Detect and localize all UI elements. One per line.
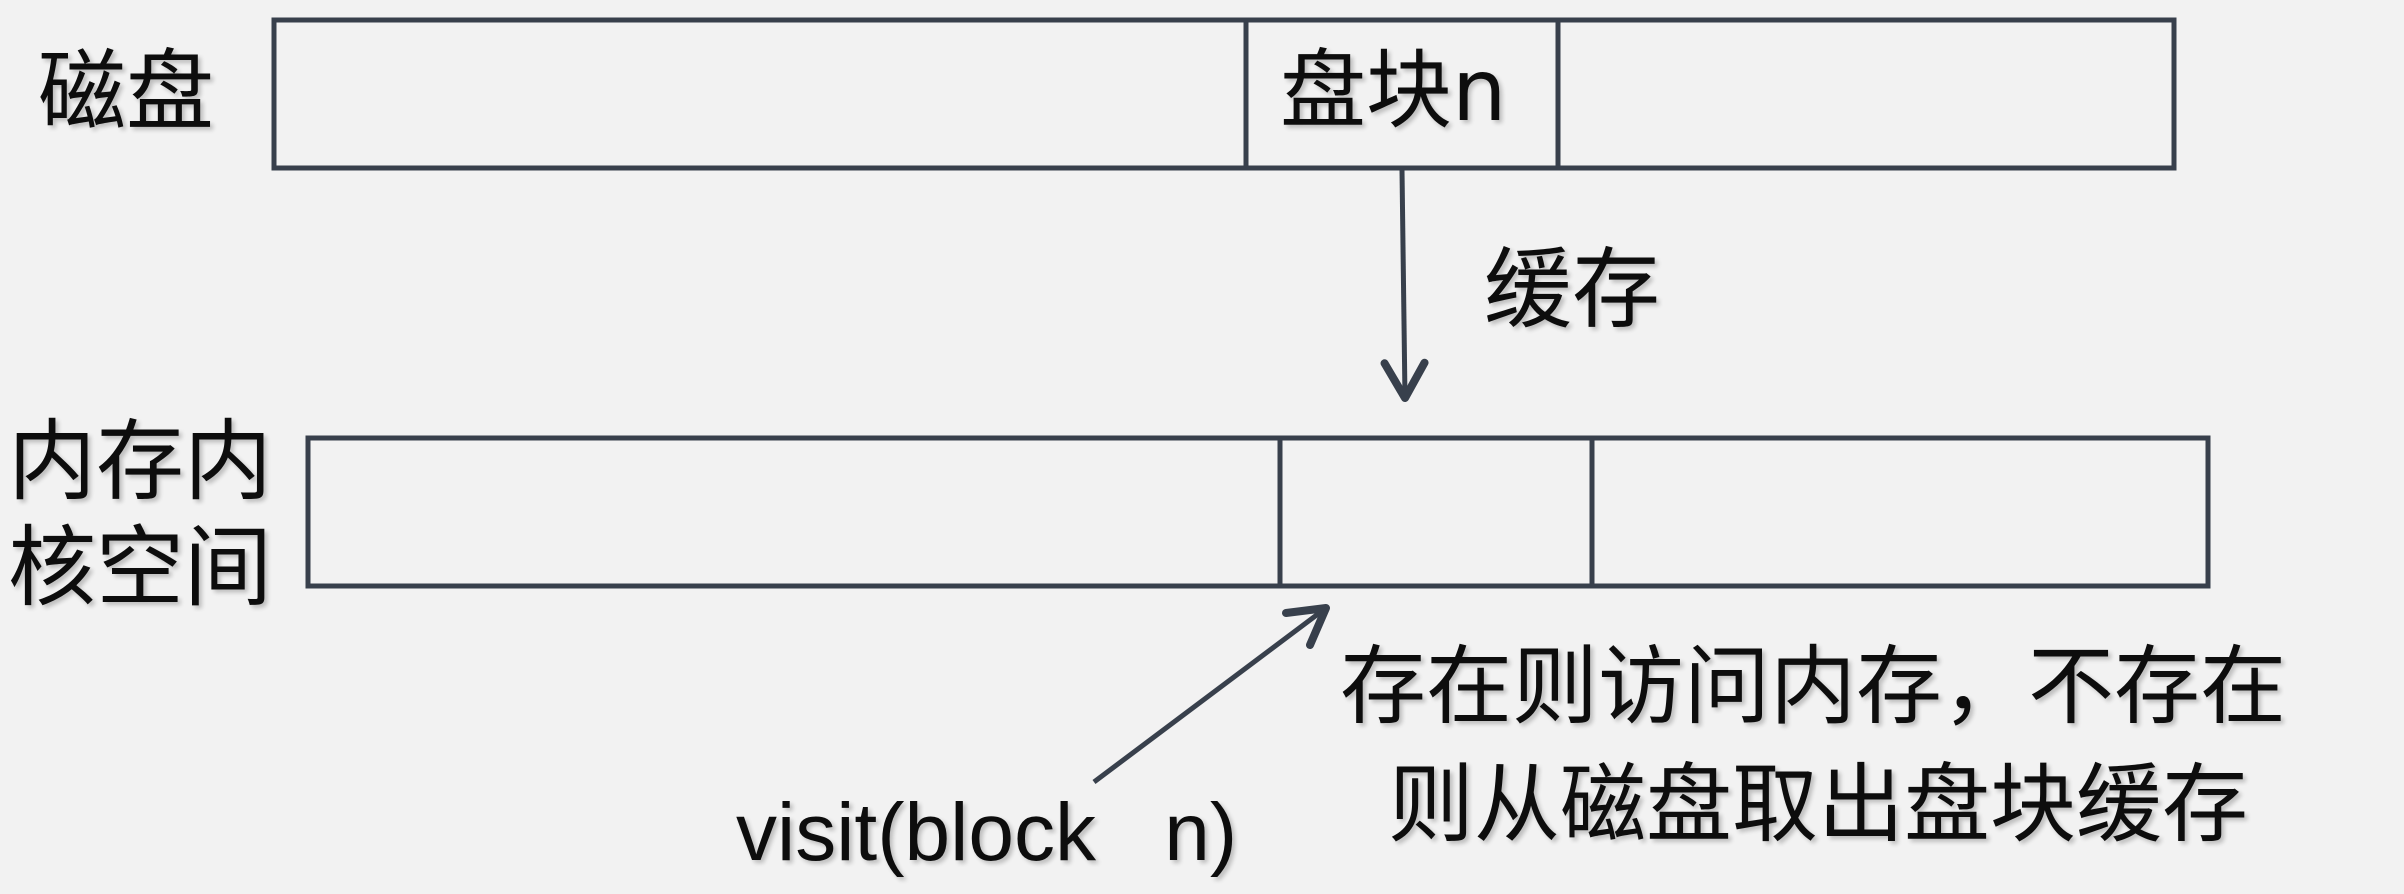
memory-label-line2: 核空间 [8, 516, 273, 619]
memory-segment-right [1589, 435, 2211, 589]
cache-label: 缓存 [1484, 238, 1661, 341]
cache-arrow [1380, 169, 1429, 402]
visit-call-label: visit(block n) [736, 787, 1238, 878]
disk-bar [271, 17, 2177, 171]
disk-block-label: 盘块n [1280, 41, 1507, 141]
memory-segment-left [305, 435, 1283, 589]
description-line2: 则从磁盘取出盘块缓存 [1388, 755, 2248, 855]
memory-bar [305, 435, 2211, 589]
description-line1: 存在则访问内存，不存在 [1340, 637, 2286, 737]
disk-label: 磁盘 [38, 40, 215, 143]
memory-label-line1: 内存内 [8, 410, 273, 513]
disk-segment-left [271, 17, 1249, 171]
disk-segment-right [1555, 17, 2177, 171]
visit-arrow [1092, 604, 1330, 784]
memory-cached-block [1277, 435, 1595, 589]
